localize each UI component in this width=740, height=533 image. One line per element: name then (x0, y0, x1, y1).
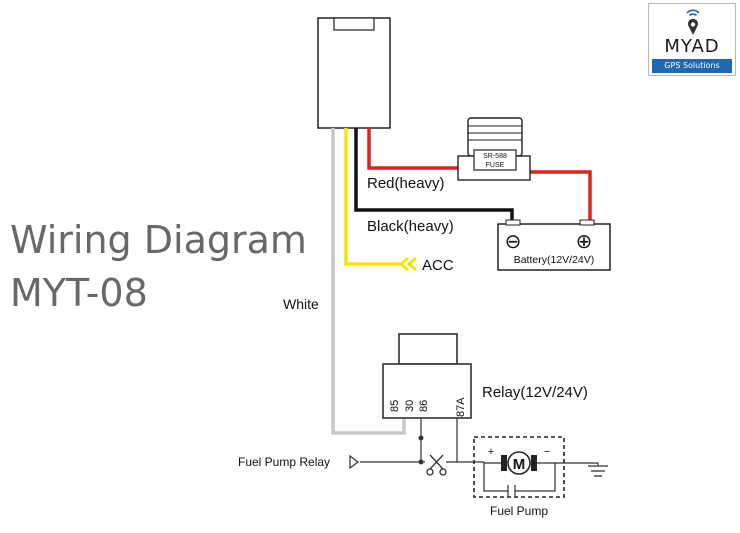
gps-device (317, 17, 391, 129)
brand-logo: MYAD GPS Solutions (648, 3, 736, 76)
fuse-label: FUSE (486, 162, 505, 169)
fuel-pump-label: Fuel Pump (490, 504, 548, 518)
motor-symbol: M (513, 456, 526, 473)
gps-pin-icon (686, 9, 700, 35)
relay-circuit-wiring (360, 418, 599, 466)
connector-arrow-icon (349, 454, 359, 470)
black-wire (354, 128, 514, 224)
relay-pin-87a: 87A (455, 397, 467, 417)
motor-icon (507, 451, 531, 475)
relay-label: Relay(12V/24V) (482, 384, 588, 401)
junction-dot (418, 435, 424, 441)
acc-wire (344, 128, 400, 266)
diagram-title: Wiring Diagram (10, 218, 307, 262)
battery-negative-icon: ⊖ (505, 231, 522, 253)
acc-arrow-icon (398, 256, 417, 272)
battery-positive-icon: ⊕ (576, 231, 593, 253)
relay-pin-85: 85 (389, 400, 401, 412)
fuse-holder (457, 117, 531, 181)
acc-label: ACC (422, 257, 454, 274)
white-wire-label: White (283, 296, 319, 312)
logo-brand-name: MYAD (664, 36, 720, 57)
fuse-model: SR-588 (483, 153, 507, 160)
fuel-pump (473, 436, 565, 498)
relay-pin-30: 30 (404, 400, 416, 412)
fuel-pump-plus: + (488, 446, 494, 458)
black-wire-label: Black(heavy) (367, 218, 454, 235)
model-number: MYT-08 (10, 271, 148, 315)
relay (382, 333, 472, 419)
scissors-icon (426, 454, 447, 476)
red-wire-label: Red(heavy) (367, 175, 445, 192)
white-wire (331, 128, 406, 435)
junction-dot (418, 459, 424, 465)
ground-icon (588, 465, 608, 477)
fuel-pump-minus: − (544, 446, 550, 458)
red-wire-device-to-fuse (367, 128, 460, 170)
battery-label: Battery(12V/24V) (514, 254, 595, 266)
battery (497, 219, 611, 271)
relay-pin-86: 86 (418, 400, 430, 412)
fuel-pump-relay-label: Fuel Pump Relay (238, 455, 330, 469)
red-wire-fuse-to-battery (527, 170, 592, 224)
logo-tagline: GPS Solutions (652, 59, 732, 73)
